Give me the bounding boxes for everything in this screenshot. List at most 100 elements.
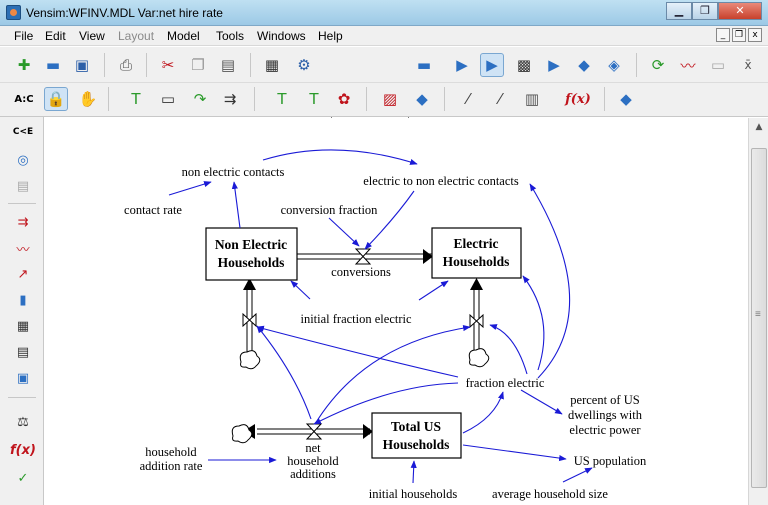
net-household-additions-line-1[interactable]: net xyxy=(305,441,321,455)
menu-model[interactable]: Model xyxy=(167,29,200,43)
conversion-fraction-label[interactable]: conversion fraction xyxy=(281,203,379,217)
electric-households-stock[interactable]: Electric Households xyxy=(431,227,522,279)
document-icon[interactable]: ▤ xyxy=(16,178,30,194)
svg-text:Electric: Electric xyxy=(454,236,499,251)
scroll-thumb[interactable] xyxy=(751,148,767,488)
balance-icon[interactable]: ⚖ xyxy=(17,414,29,430)
conversions-flow-pipe[interactable] xyxy=(293,248,433,265)
total-us-households-stock[interactable]: Total US Households xyxy=(371,412,462,459)
synthesim-icon[interactable]: ▶ xyxy=(480,53,504,77)
menu-layout[interactable]: Layout xyxy=(118,29,155,43)
close-button[interactable]: ✕ xyxy=(718,2,762,20)
copy-icon[interactable]: ❐ xyxy=(191,56,205,74)
arrow-tool-icon[interactable]: ↷ xyxy=(193,90,207,108)
net-household-additions-line-3[interactable]: additions xyxy=(290,467,336,481)
move-hand-icon[interactable]: ✋ xyxy=(78,90,98,108)
rate-tool-icon[interactable]: ⇉ xyxy=(223,90,237,108)
lock-icon[interactable]: 🔒 xyxy=(44,87,68,111)
bar-graph-icon[interactable]: ▮ xyxy=(19,292,27,308)
initial-fraction-electric-label[interactable]: initial fraction electric xyxy=(300,312,412,326)
causes-tree-icon[interactable]: C<E xyxy=(12,127,34,137)
menu-bar: File Edit View Layout Model Tools Window… xyxy=(0,26,768,46)
scroll-up-icon[interactable]: ▲ xyxy=(755,122,763,132)
mdi-minimize-button[interactable]: _ xyxy=(716,28,730,42)
sketch-comment-icon[interactable]: ▨ xyxy=(382,90,398,108)
variable-tool-icon[interactable]: T xyxy=(131,90,141,108)
non-electric-households-stock[interactable]: Non Electric Households xyxy=(205,227,298,281)
menu-tools[interactable]: Tools xyxy=(216,29,245,43)
percent-dwellings-line-3[interactable]: electric power xyxy=(569,423,641,437)
menu-windows[interactable]: Windows xyxy=(257,29,306,43)
menu-edit[interactable]: Edit xyxy=(45,29,66,43)
stock-flow-diagram: Non Electric Households Electric Househo… xyxy=(124,149,647,501)
runs-compare-icon[interactable]: ▤ xyxy=(16,344,30,360)
statistics-icon[interactable]: ▣ xyxy=(16,370,30,386)
non-electric-contacts-label[interactable]: non electric contacts xyxy=(182,165,285,179)
equations-wand-icon[interactable]: ⁄ xyxy=(498,90,502,108)
units-check-icon[interactable]: x̄ xyxy=(744,58,752,72)
equation-fx-icon[interactable]: f(x) xyxy=(10,442,36,458)
graph-icon[interactable]: 〰 xyxy=(680,56,696,75)
browse-runs-icon[interactable]: ▬ xyxy=(416,56,432,74)
fraction-electric-label[interactable]: fraction electric xyxy=(466,376,545,390)
new-model-icon[interactable]: ✚ xyxy=(17,56,31,74)
menu-file[interactable]: File xyxy=(14,29,34,43)
paste-icon[interactable]: ▤ xyxy=(220,56,236,74)
shadow-variable-icon[interactable]: T xyxy=(309,90,319,108)
model-variable-icon[interactable]: T xyxy=(277,90,287,108)
svg-text:Non Electric: Non Electric xyxy=(215,237,287,252)
documentation-book-icon[interactable]: ◆ xyxy=(620,90,632,108)
percent-dwellings-line-1[interactable]: percent of US xyxy=(570,393,639,407)
check-units-icon[interactable]: ✓ xyxy=(17,470,29,486)
svg-text:Households: Households xyxy=(218,255,285,270)
percent-dwellings-line-2[interactable]: dwellings with xyxy=(568,408,643,422)
us-population-label[interactable]: US population xyxy=(574,454,647,468)
household-addition-rate-line-2[interactable]: addition rate xyxy=(140,459,203,473)
gaming-icon[interactable]: ▩ xyxy=(516,56,532,74)
cut-icon[interactable]: ✂ xyxy=(161,56,175,74)
electric-to-non-electric-contacts-label[interactable]: electric to non electric contacts xyxy=(363,174,519,188)
open-model-icon[interactable]: ▬ xyxy=(45,56,61,74)
input-output-icon[interactable]: ✿ xyxy=(337,90,351,108)
strip-graph-icon[interactable]: ↗ xyxy=(17,266,29,282)
abc-variable-icon[interactable]: A:C xyxy=(14,93,34,105)
mdi-restore-button[interactable]: ❐ xyxy=(732,28,746,42)
electric-inflow-pipe[interactable] xyxy=(468,278,490,368)
simulation-setup-icon[interactable]: ⚙ xyxy=(297,56,311,74)
sensitivity-icon[interactable]: ▶ xyxy=(548,56,560,74)
optimize-icon[interactable]: ◆ xyxy=(578,56,590,74)
refresh-icon[interactable]: ⟳ xyxy=(651,56,665,74)
save-icon[interactable]: ▣ xyxy=(74,56,90,74)
net-household-additions-line-2[interactable]: household xyxy=(287,454,339,468)
model-check-icon[interactable]: ▭ xyxy=(710,56,726,74)
graph-tool-icon[interactable]: 〰 xyxy=(16,242,30,258)
mdi-close-button[interactable]: x xyxy=(748,28,762,42)
net-household-additions-pipe[interactable] xyxy=(231,423,373,444)
initial-households-label[interactable]: initial households xyxy=(369,487,458,501)
average-household-size-label[interactable]: average household size xyxy=(492,487,608,501)
box-variable-icon[interactable]: ▭ xyxy=(160,90,176,108)
reality-check-icon[interactable]: ◈ xyxy=(608,56,620,74)
contact-rate-label[interactable]: contact rate xyxy=(124,203,182,217)
toolbar-separator xyxy=(636,53,637,77)
print-icon[interactable]: ⎙ xyxy=(119,56,132,74)
minimize-button[interactable]: ▁ xyxy=(666,2,692,20)
menu-help[interactable]: Help xyxy=(318,29,343,43)
set-up-simulation-icon[interactable]: ▦ xyxy=(264,56,280,74)
sketch-canvas[interactable]: Non Electric Households Electric Househo… xyxy=(45,118,748,505)
main-toolbar: ✚ ▬ ▣ ⎙ ✂ ❐ ▤ ▦ ⚙ ▬ ▶ ▶ ▩ ▶ ◆ ◈ ⟳ 〰 ▭ x̄ xyxy=(0,47,768,121)
vertical-scrollbar[interactable]: ▲ xyxy=(748,118,768,505)
run-simulation-icon[interactable]: ▶ xyxy=(456,56,468,74)
household-addition-rate-line-1[interactable]: household xyxy=(145,445,197,459)
conversions-label[interactable]: conversions xyxy=(331,265,391,279)
non-electric-inflow-pipe[interactable] xyxy=(239,278,261,370)
maximize-button[interactable]: ❐ xyxy=(692,2,718,20)
table-icon[interactable]: ▦ xyxy=(16,318,30,334)
loops-icon[interactable]: ◎ xyxy=(17,152,29,168)
causes-strip-icon[interactable]: ⇉ xyxy=(17,214,29,230)
delete-trash-icon[interactable]: ▥ xyxy=(524,90,540,108)
menu-view[interactable]: View xyxy=(79,29,105,43)
unhide-wand-icon[interactable]: ◆ xyxy=(416,90,428,108)
equations-fx-icon[interactable]: f(x) xyxy=(565,91,591,107)
magic-wand-icon[interactable]: ⁄ xyxy=(466,90,470,108)
